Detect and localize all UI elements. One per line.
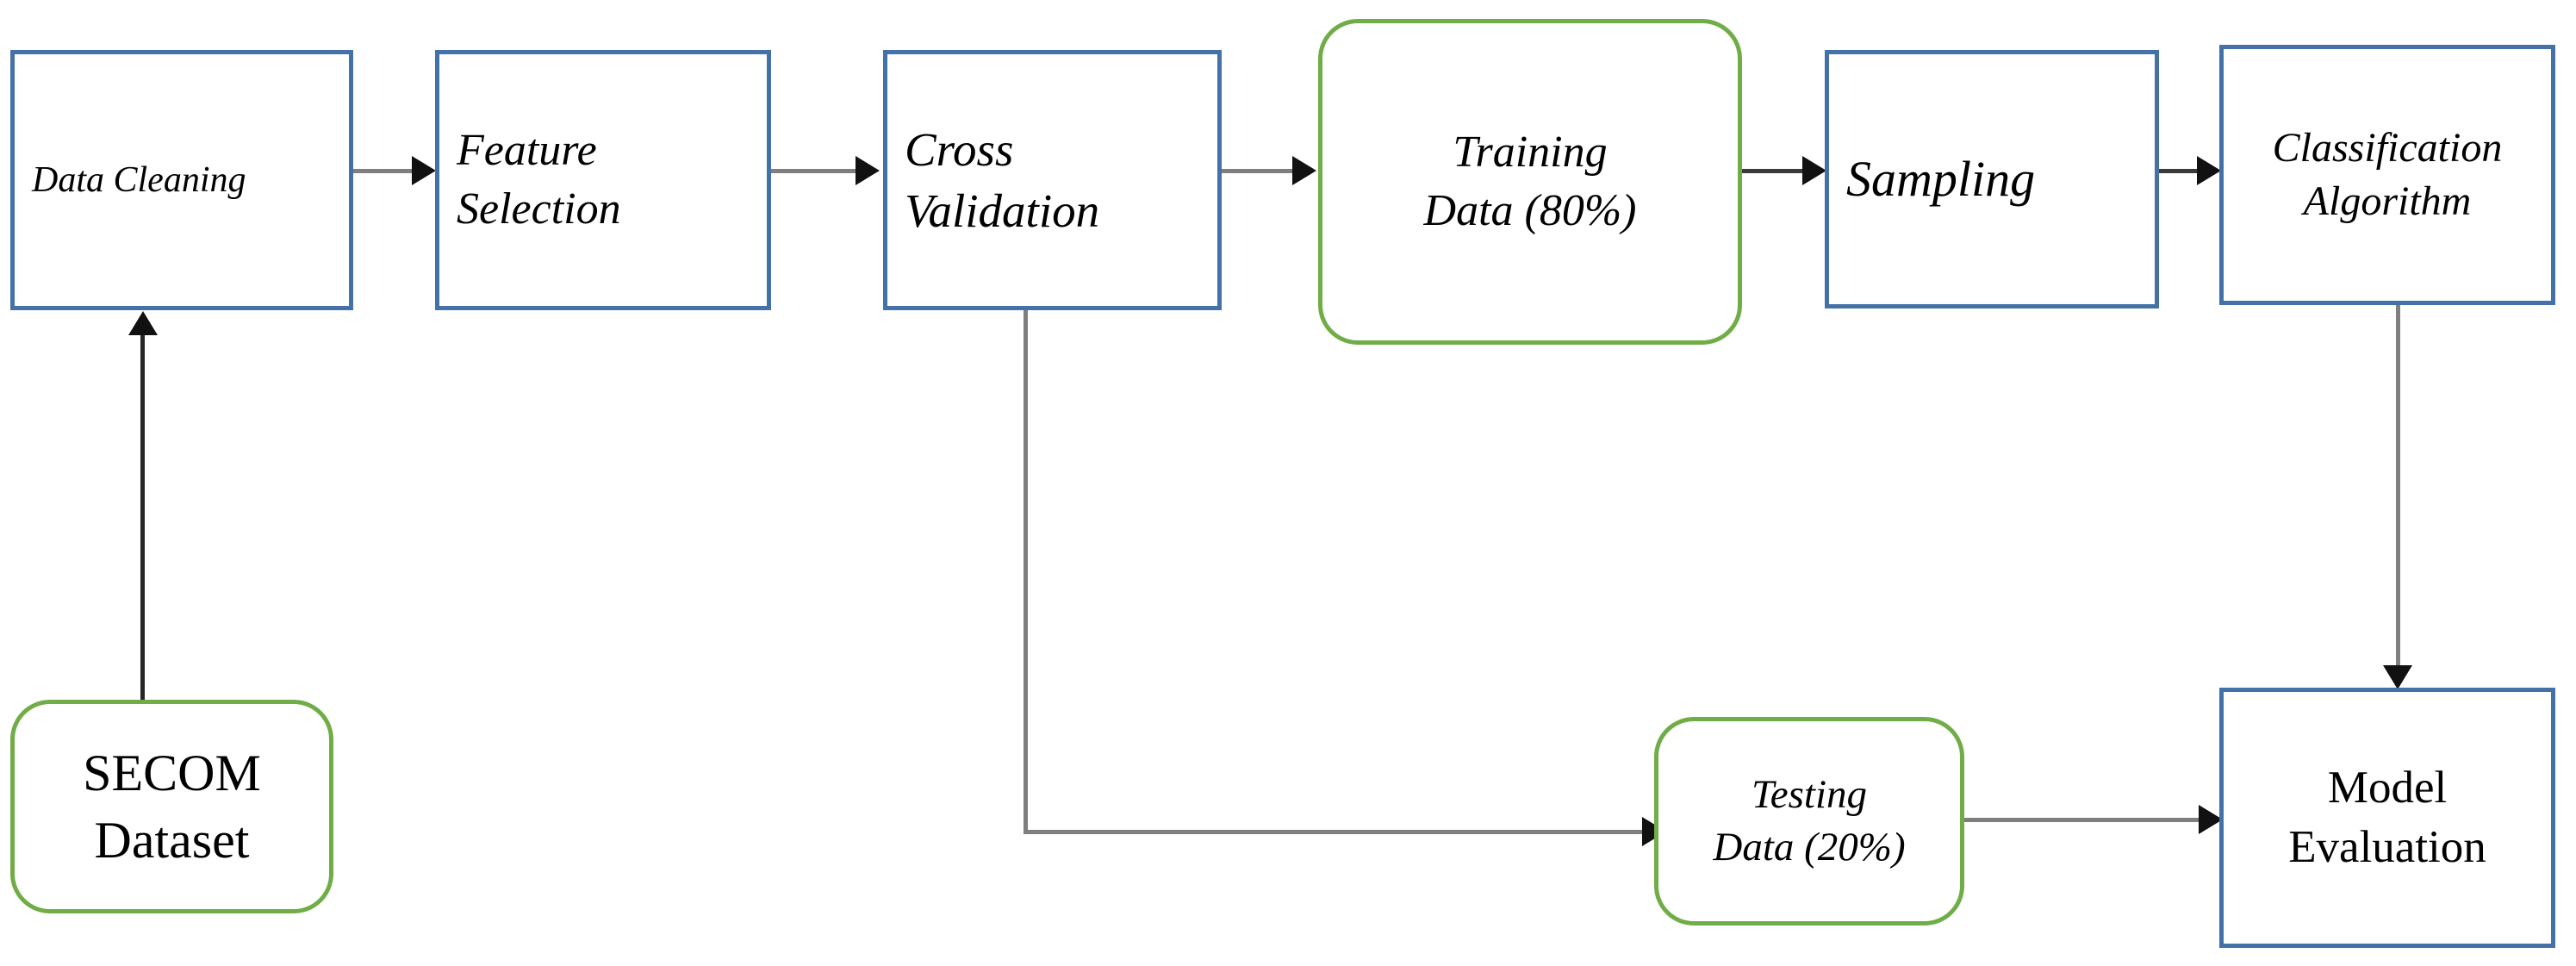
arrowhead-right-icon xyxy=(1292,156,1316,185)
edge-line-vertical xyxy=(2396,304,2400,670)
node-classification-algorithm-label: Classification Algorithm xyxy=(2272,124,2503,224)
arrowhead-up-icon xyxy=(128,311,158,335)
edge-line-horizontal xyxy=(1222,169,1296,173)
node-data-cleaning[interactable]: Data Cleaning xyxy=(10,50,353,310)
node-feature-selection[interactable]: Feature Selection xyxy=(435,50,771,310)
node-secom-dataset-label: SECOM Dataset xyxy=(83,745,261,869)
node-secom-dataset[interactable]: SECOM Dataset xyxy=(10,700,333,913)
edge-line-horizontal xyxy=(1963,818,2218,822)
node-classification-algorithm[interactable]: Classification Algorithm xyxy=(2219,45,2555,305)
edge-line-vertical xyxy=(140,334,145,700)
arrowhead-right-icon xyxy=(2199,805,2223,834)
edge-line-horizontal xyxy=(1024,830,1647,834)
arrowhead-right-icon xyxy=(2197,156,2221,185)
node-testing-data[interactable]: Testing Data (20%) xyxy=(1654,717,1964,925)
arrowhead-right-icon xyxy=(856,156,880,185)
edge-line-horizontal xyxy=(353,169,414,173)
node-data-cleaning-label: Data Cleaning xyxy=(32,159,246,200)
node-model-evaluation-label: Model Evaluation xyxy=(2288,763,2486,872)
edge-line-horizontal xyxy=(1742,169,1806,173)
edge-line-horizontal xyxy=(771,169,857,173)
edge-line-vertical xyxy=(1024,308,1028,834)
node-sampling-label: Sampling xyxy=(1846,151,2036,208)
node-testing-data-label: Testing Data (20%) xyxy=(1713,771,1906,869)
node-sampling[interactable]: Sampling xyxy=(1825,50,2159,308)
edge-line-horizontal xyxy=(2159,169,2202,173)
arrowhead-right-icon xyxy=(1802,156,1826,185)
node-model-evaluation[interactable]: Model Evaluation xyxy=(2219,688,2555,948)
arrowhead-down-icon xyxy=(2383,665,2412,689)
node-feature-selection-label: Feature Selection xyxy=(457,126,621,234)
node-cross-validation-label: Cross Validation xyxy=(905,122,1100,238)
arrowhead-right-icon xyxy=(412,156,436,185)
node-training-data-label: Training Data (80%) xyxy=(1423,128,1637,235)
node-training-data[interactable]: Training Data (80%) xyxy=(1318,19,1742,345)
node-cross-validation[interactable]: Cross Validation xyxy=(883,50,1222,310)
